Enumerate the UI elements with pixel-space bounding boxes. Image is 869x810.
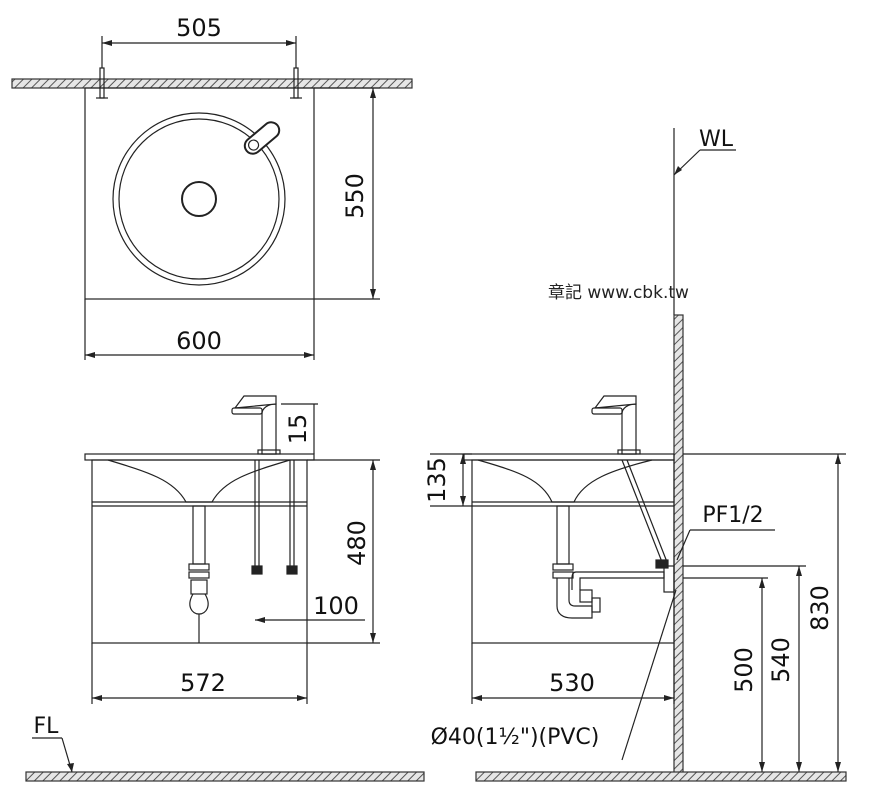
dim-front-cabinet-height: 480 (343, 520, 371, 566)
side-view (430, 128, 846, 781)
top-view (11, 36, 413, 360)
dimension-arrows (67, 40, 841, 772)
top-drain (181, 181, 217, 217)
dim-top-faucet-spacing: 505 (176, 14, 222, 42)
dim-side-supply-height: 540 (767, 637, 795, 683)
top-countertop (84, 87, 315, 300)
label-floor-line: FL (34, 714, 60, 739)
dim-side-basin-height: 135 (423, 457, 451, 503)
dim-side-counter-height: 830 (806, 585, 834, 631)
front-view (84, 395, 380, 704)
side-wall (673, 314, 684, 781)
top-basin-inner (118, 118, 280, 280)
front-drain-pipe (192, 505, 206, 565)
side-cabinet (471, 459, 675, 644)
dim-side-trap-height: 500 (730, 647, 758, 693)
top-basin-outer (112, 112, 286, 286)
label-wall-line: WL (699, 127, 734, 152)
dim-front-faucet-height: 15 (284, 414, 312, 445)
front-countertop (84, 453, 315, 461)
front-faucet-icon (231, 395, 281, 455)
dim-top-width: 600 (176, 327, 222, 355)
side-wall-flange (663, 565, 675, 593)
floor-right (475, 771, 847, 782)
side-faucet-icon (591, 395, 641, 455)
floor-left (25, 771, 425, 782)
watermark: 章記 www.cbk.tw (548, 283, 689, 303)
label-drain-pipe: Ø40(1½")(PVC) (431, 725, 600, 750)
label-supply-fitting: PF1/2 (702, 503, 763, 528)
dim-front-cabinet-width: 572 (180, 669, 226, 697)
floor (25, 737, 847, 782)
side-trap-arm (571, 571, 665, 590)
top-faucet-icon (243, 121, 281, 155)
side-countertop (463, 453, 675, 461)
dim-front-drain-offset: 100 (313, 592, 359, 620)
dim-top-depth: 550 (341, 173, 369, 219)
top-wall (11, 78, 413, 89)
side-basin (477, 459, 653, 503)
dim-side-cabinet-depth: 530 (549, 669, 595, 697)
front-basin (107, 459, 291, 503)
side-drain-pipe (556, 505, 570, 565)
